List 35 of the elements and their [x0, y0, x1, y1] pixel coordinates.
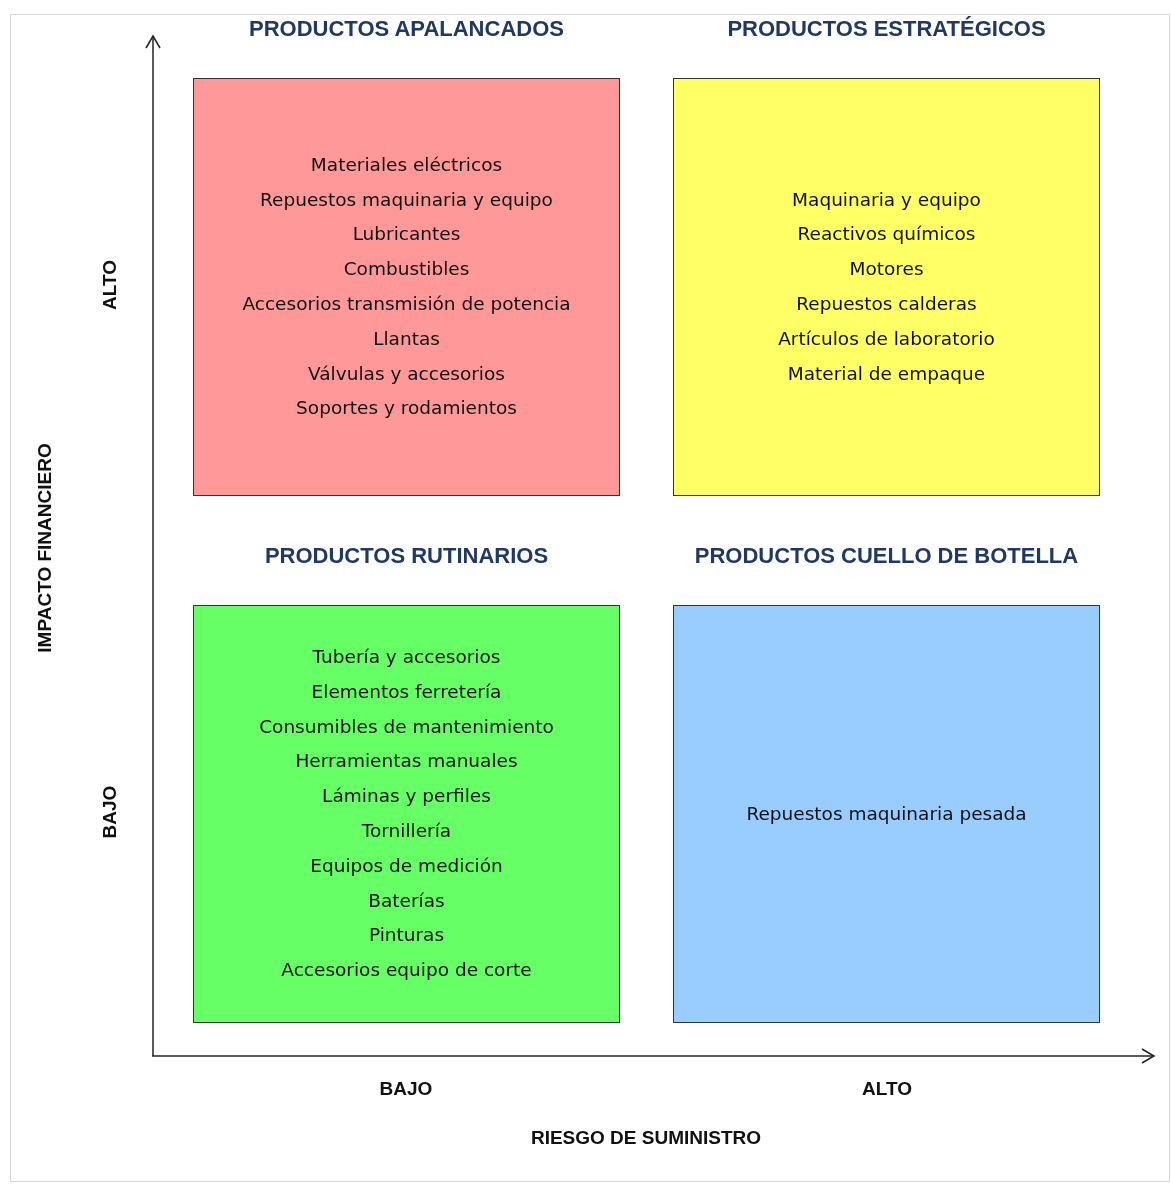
axis-value-label: BAJO: [379, 1078, 433, 1100]
list-item: Consumibles de mantenimiento: [259, 714, 554, 739]
list-item: Accesorios transmisión de potencia: [242, 292, 571, 316]
list-item: Lubricantes: [352, 222, 461, 247]
quadrant-heading: PRODUCTOS CUELLO DE BOTELLA: [693, 543, 1080, 569]
list-item: Motores: [849, 257, 924, 282]
list-item: Artículos de laboratorio: [778, 326, 995, 351]
list-item: Materiales eléctricos: [310, 152, 503, 177]
list-item: Combustibles: [343, 257, 470, 282]
list-item: Pinturas: [368, 923, 445, 948]
list-item: Herramientas manuales: [295, 749, 518, 774]
list-item: Elementos ferretería: [311, 679, 502, 704]
axis-title: IMPACTO FINANCIERO: [34, 443, 56, 653]
quadrant-heading: PRODUCTOS APALANCADOS: [248, 16, 565, 42]
list-item: Láminas y perfiles: [322, 784, 491, 809]
list-item: Soportes y rodamientos: [296, 396, 517, 421]
list-item: Tubería y accesorios: [312, 645, 501, 669]
list-item: Maquinaria y equipo: [792, 187, 981, 212]
list-item: Repuestos maquinaria pesada: [746, 801, 1027, 826]
quadrant-heading: PRODUCTOS RUTINARIOS: [263, 543, 550, 569]
list-item: Tornillería: [361, 819, 452, 843]
axis-value-label: BAJO: [99, 785, 121, 839]
list-item: Repuestos calderas: [796, 292, 977, 316]
list-item: Repuestos maquinaria y equipo: [260, 187, 553, 212]
axis-value-label: ALTO: [862, 1078, 912, 1100]
list-item: Baterías: [368, 888, 445, 913]
list-item: Material de empaque: [787, 361, 986, 386]
list-item: Válvulas y accesorios: [308, 361, 505, 386]
axis-value-label: ALTO: [99, 260, 121, 310]
list-item: Equipos de medición: [310, 853, 503, 878]
list-item: Reactivos químicos: [797, 222, 976, 247]
axis-title: RIESGO DE SUMINISTRO: [530, 1127, 762, 1149]
list-item: Llantas: [373, 326, 440, 351]
list-item: Accesorios equipo de corte: [281, 958, 532, 983]
quadrant-heading: PRODUCTOS ESTRATÉGICOS: [726, 16, 1047, 42]
